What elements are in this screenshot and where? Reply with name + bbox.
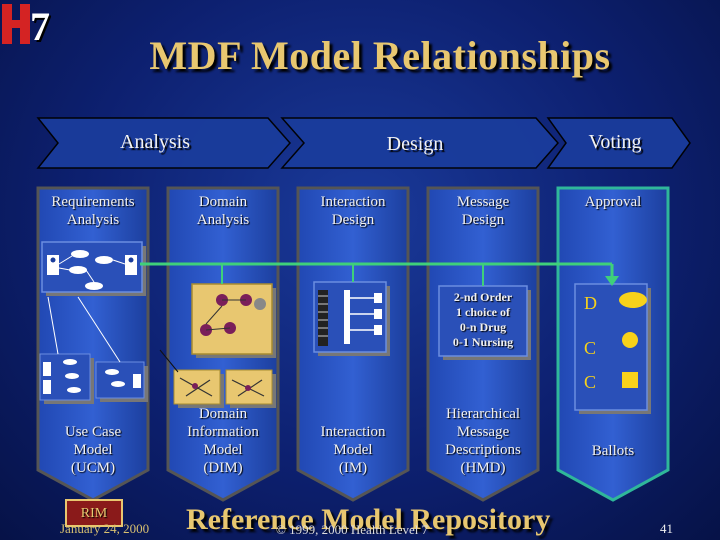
column-label-requirements-analysis: Requirements Analysis	[51, 194, 135, 228]
column-label-message-design: Message Design	[456, 194, 510, 228]
interaction-diagram	[313, 281, 390, 356]
rim-label: RIM	[80, 506, 108, 521]
use-case-subdiagram-left	[39, 353, 94, 404]
phase-label-voting: Voting	[588, 131, 642, 153]
phase-label-analysis: Analysis	[120, 131, 190, 153]
model-label-ballots: Ballots	[591, 443, 635, 459]
phase-arrow-voting	[546, 117, 691, 169]
order-box-text: 2-nd Order 1 choice of 0-n Drug 0-1 Nurs…	[452, 290, 514, 349]
model-label-im: Interaction Model (IM)	[320, 424, 386, 476]
phase-arrow-analysis	[36, 117, 291, 169]
rim-box	[65, 499, 123, 527]
svg-text:C: C	[584, 372, 596, 392]
dim-diagram-left	[173, 369, 224, 408]
model-label-dim: Domain Information Model (DIM)	[187, 406, 259, 476]
ballot-shapes: D C C	[574, 283, 651, 414]
svg-text:7: 7	[30, 4, 50, 49]
column-label-interaction-design: Interaction Design	[320, 194, 386, 228]
model-label-hmd: Hierarchical Message Descriptions (HMD)	[445, 406, 521, 476]
footer-copyright: © 1999, 2000 Health Level 7	[276, 522, 429, 537]
phase-label-design: Design	[386, 133, 444, 155]
column-label-domain-analysis: Domain Analysis	[196, 194, 250, 228]
order-box	[438, 285, 531, 360]
footer-date: January 24, 2000	[60, 521, 150, 536]
phase-arrow-design	[280, 117, 559, 169]
use-case-diagram	[41, 241, 146, 296]
model-label-ucm: Use Case Model (UCM)	[64, 424, 122, 476]
page-title: MDF Model Relationships	[149, 33, 611, 78]
svg-text:C: C	[584, 338, 596, 358]
use-case-subdiagram-right	[95, 361, 148, 402]
svg-text:D: D	[584, 293, 597, 313]
domain-analysis-diagram	[191, 283, 276, 358]
repository-connector	[140, 262, 619, 286]
page-number: 41	[660, 521, 673, 536]
dim-diagram-right	[225, 369, 276, 408]
hl7-logo: 7	[0, 0, 56, 50]
reference-model-repository: Reference Model Repository	[186, 503, 551, 536]
column-label-approval: Approval	[584, 194, 642, 210]
